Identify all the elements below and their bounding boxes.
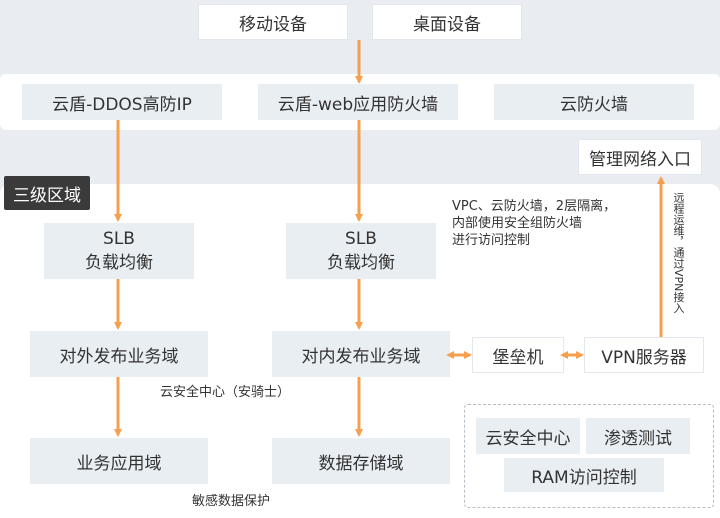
slb-left-box: SLB 负载均衡 xyxy=(44,223,194,279)
slb-right-box: SLB 负载均衡 xyxy=(286,223,436,279)
desktop-device-box: 桌面设备 xyxy=(372,4,522,40)
sensitive-data-note: 敏感数据保护 xyxy=(192,493,392,510)
waf-label: 云盾-web应用防火墙 xyxy=(277,94,439,115)
slb-left-title: SLB xyxy=(103,229,135,249)
vpn-server-label: VPN服务器 xyxy=(601,347,687,368)
security-center-service-box: 云安全中心 xyxy=(476,418,580,454)
security-center-note: 云安全中心（安骑士） xyxy=(160,384,360,401)
bastion-label: 堡垒机 xyxy=(492,347,544,368)
mobile-device-box: 移动设备 xyxy=(198,4,348,40)
vpn-server-box: VPN服务器 xyxy=(584,337,704,373)
mobile-device-label: 移动设备 xyxy=(239,14,307,35)
security-services-group xyxy=(464,404,714,508)
sensitive-data-note-text: 敏感数据保护 xyxy=(192,494,271,509)
mgmt-entry-label: 管理网络入口 xyxy=(589,149,691,170)
external-domain-box: 对外发布业务域 xyxy=(30,331,208,377)
mgmt-entry-box: 管理网络入口 xyxy=(578,139,702,175)
app-domain-box: 业务应用域 xyxy=(30,438,208,484)
waf-box: 云盾-web应用防火墙 xyxy=(258,84,458,120)
internal-domain-label: 对内发布业务域 xyxy=(301,346,421,367)
vpn-access-note: 远程运维，通过VPN接入 xyxy=(669,192,687,328)
vpc-note-line-3: 进行访问控制 xyxy=(452,233,531,248)
security-center-note-text: 云安全中心（安骑士） xyxy=(160,385,291,400)
desktop-device-label: 桌面设备 xyxy=(413,14,481,35)
external-domain-label: 对外发布业务域 xyxy=(59,346,179,367)
slb-right-subtitle: 负载均衡 xyxy=(327,253,395,273)
security-center-service-label: 云安全中心 xyxy=(485,428,571,449)
storage-domain-label: 数据存储域 xyxy=(318,453,404,474)
vpc-note-line-2: 内部使用安全组防火墙 xyxy=(452,216,583,231)
bastion-box: 堡垒机 xyxy=(472,337,564,373)
pentest-service-box: 渗透测试 xyxy=(586,418,690,454)
vpc-note: VPC、云防火墙，2层隔离， 内部使用安全组防火墙 进行访问控制 xyxy=(452,198,652,249)
ram-service-box: RAM访问控制 xyxy=(504,458,664,492)
ddos-label: 云盾-DDOS高防IP xyxy=(52,94,192,115)
ddos-box: 云盾-DDOS高防IP xyxy=(22,84,222,120)
internal-domain-box: 对内发布业务域 xyxy=(272,331,450,377)
zone-tag-label: 三级区域 xyxy=(13,185,81,206)
cloud-firewall-label: 云防火墙 xyxy=(560,94,628,115)
vpn-access-note-text: 远程运维，通过VPN接入 xyxy=(672,192,685,314)
slb-left-subtitle: 负载均衡 xyxy=(85,253,153,273)
slb-right-title: SLB xyxy=(345,229,377,249)
zone-tag: 三级区域 xyxy=(4,176,90,210)
storage-domain-box: 数据存储域 xyxy=(272,438,450,484)
cloud-firewall-box: 云防火墙 xyxy=(494,84,694,120)
vpc-note-line-1: VPC、云防火墙，2层隔离， xyxy=(452,199,617,214)
app-domain-label: 业务应用域 xyxy=(76,453,162,474)
ram-service-label: RAM访问控制 xyxy=(531,467,637,488)
pentest-service-label: 渗透测试 xyxy=(604,428,672,449)
